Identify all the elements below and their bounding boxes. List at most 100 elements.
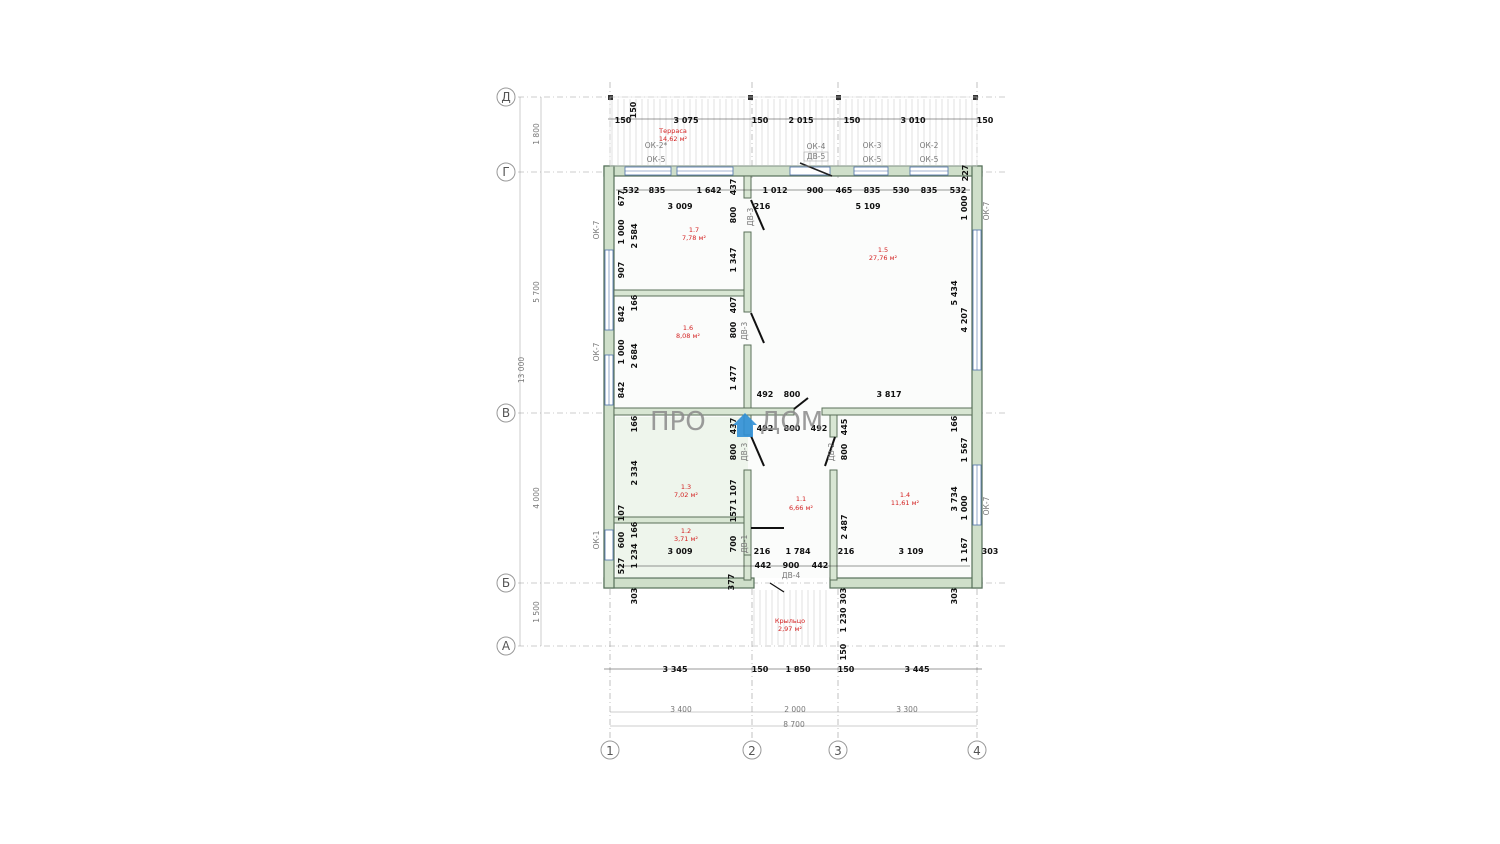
dim-label: 150 bbox=[838, 665, 855, 674]
room-name: 1.7 bbox=[689, 226, 699, 234]
logo-text-left: ПРО bbox=[650, 407, 706, 437]
door-labels: ДВ-3 ДВ-3 ДВ-3 ДВ-2 ДВ-1 ДВ-4 bbox=[740, 208, 836, 580]
dim-label: 150 bbox=[629, 101, 638, 118]
dim-label: 4 000 bbox=[532, 487, 541, 509]
dim-label: 8 700 bbox=[783, 720, 805, 729]
room-name: Терраса bbox=[658, 127, 687, 135]
axis-col-label: 1 bbox=[606, 744, 614, 758]
door-label: ДВ-2 bbox=[827, 443, 836, 462]
window-label: ОК-1 bbox=[592, 530, 601, 549]
dim-label: 3 075 bbox=[673, 116, 698, 125]
dim-label: 3 734 bbox=[950, 486, 959, 511]
dim-label: 900 bbox=[783, 561, 800, 570]
side-windows bbox=[604, 229, 982, 561]
bathroom-tile bbox=[616, 417, 748, 577]
axis-col-label: 3 bbox=[834, 744, 842, 758]
axis-row-label: В bbox=[502, 406, 510, 420]
dim-label: 1 230 bbox=[839, 607, 848, 632]
room-area: 7,78 м² bbox=[682, 234, 706, 242]
dim-label: 800 bbox=[729, 206, 738, 223]
axis-row-label: А bbox=[502, 639, 511, 653]
dim-label: 303 bbox=[982, 547, 999, 556]
dim-label: 1 000 bbox=[960, 195, 969, 220]
window-label: ОК-7 bbox=[982, 201, 991, 220]
dim-label: 150 bbox=[844, 116, 861, 125]
axis-row-label: Г bbox=[502, 165, 509, 179]
dim-label: 900 bbox=[807, 186, 824, 195]
dim-label: 3 109 bbox=[898, 547, 923, 556]
window-label: ОК-7 bbox=[592, 342, 601, 361]
window-label: ОК-4 bbox=[807, 142, 826, 151]
top-windows bbox=[624, 162, 949, 177]
room-area: 3,71 м² bbox=[674, 535, 698, 543]
window-label: ОК-2 bbox=[920, 141, 939, 150]
dim-label: 842 bbox=[617, 382, 626, 399]
dim-label: 530 bbox=[893, 186, 910, 195]
dim-label: 3 009 bbox=[667, 547, 692, 556]
window-label: ОК-7 bbox=[592, 220, 601, 239]
dim-label: 216 bbox=[838, 547, 855, 556]
room-name: 1.3 bbox=[681, 483, 691, 491]
dim-label: 1 500 bbox=[532, 601, 541, 623]
dim-label: 1 167 bbox=[960, 537, 969, 562]
dim-label: 2 684 bbox=[630, 343, 639, 368]
door-label: ДВ-3 bbox=[740, 443, 749, 462]
dim-label: 150 bbox=[839, 643, 848, 660]
dim-label: 1 800 bbox=[532, 123, 541, 145]
porch-hatching bbox=[753, 590, 827, 645]
room-area: 7,02 м² bbox=[674, 491, 698, 499]
dim-label: 227 bbox=[961, 165, 970, 182]
dim-label: 800 bbox=[784, 424, 801, 433]
dim-label: 3 817 bbox=[876, 390, 901, 399]
terrace-outline bbox=[609, 96, 978, 167]
dim-label: 465 bbox=[836, 186, 853, 195]
room-name: 1.6 bbox=[683, 324, 693, 332]
dim-label: 842 bbox=[617, 306, 626, 323]
brand-logo: ПРО ДОМ bbox=[650, 407, 823, 437]
dim-label: 1 347 bbox=[729, 247, 738, 272]
dim-label: 303 bbox=[839, 588, 848, 605]
dim-label: 5 434 bbox=[950, 280, 959, 305]
room-area: 2,97 м² bbox=[778, 625, 802, 633]
room-name: 1.1 bbox=[796, 495, 806, 503]
door-label: ДВ-1 bbox=[740, 535, 749, 554]
dim-label: 5 700 bbox=[532, 281, 541, 303]
room-area: 6,66 м² bbox=[789, 504, 813, 512]
door-swings bbox=[750, 199, 836, 593]
wall-top-dimensions: 532 835 1 642 437 1 012 900 465 835 530 … bbox=[623, 165, 970, 196]
dim-label: 1 000 bbox=[617, 219, 626, 244]
dim-label: 1 000 bbox=[617, 339, 626, 364]
dim-label: 3 300 bbox=[896, 705, 918, 714]
dim-label: 1 000 bbox=[960, 495, 969, 520]
room-area: 14,62 м² bbox=[659, 135, 688, 143]
dim-label: 303 bbox=[630, 588, 639, 605]
dim-label: 800 bbox=[840, 443, 849, 460]
room-name: 1.5 bbox=[878, 246, 888, 254]
dim-label: 437 bbox=[729, 418, 738, 435]
dim-label: 442 bbox=[755, 561, 772, 570]
axis-col-label: 4 bbox=[973, 744, 981, 758]
dim-label: 835 bbox=[921, 186, 938, 195]
dim-label: 442 bbox=[812, 561, 829, 570]
side-window-labels: ОК-7 ОК-7 ОК-7 ОК-7 ОК-1 bbox=[592, 201, 991, 549]
dim-label: 216 bbox=[754, 202, 771, 211]
inner-walls bbox=[613, 175, 973, 581]
dim-label: 150 bbox=[615, 116, 632, 125]
dim-label: 3 345 bbox=[662, 665, 687, 674]
window-label: ОК-7 bbox=[982, 496, 991, 515]
dim-label: 166 bbox=[630, 294, 639, 311]
dim-label: 2 000 bbox=[784, 705, 806, 714]
dim-label: 800 bbox=[784, 390, 801, 399]
door-label: ДВ-3 bbox=[740, 322, 749, 341]
dim-label: 303 bbox=[950, 588, 959, 605]
dim-label: 2 584 bbox=[630, 223, 639, 248]
room-labels: Терраса 14,62 м² 1.7 7,78 м² 1.6 8,08 м²… bbox=[658, 127, 919, 633]
room-name: 1.2 bbox=[681, 527, 691, 535]
dim-label: 3 445 bbox=[904, 665, 929, 674]
room-area: 11,61 м² bbox=[891, 499, 920, 507]
dim-label: 600 bbox=[617, 531, 626, 548]
dim-label: 800 bbox=[729, 443, 738, 460]
dim-label: 527 bbox=[617, 558, 626, 575]
left-dimensions: 1 800 5 700 13 000 4 000 1 500 bbox=[517, 123, 541, 623]
